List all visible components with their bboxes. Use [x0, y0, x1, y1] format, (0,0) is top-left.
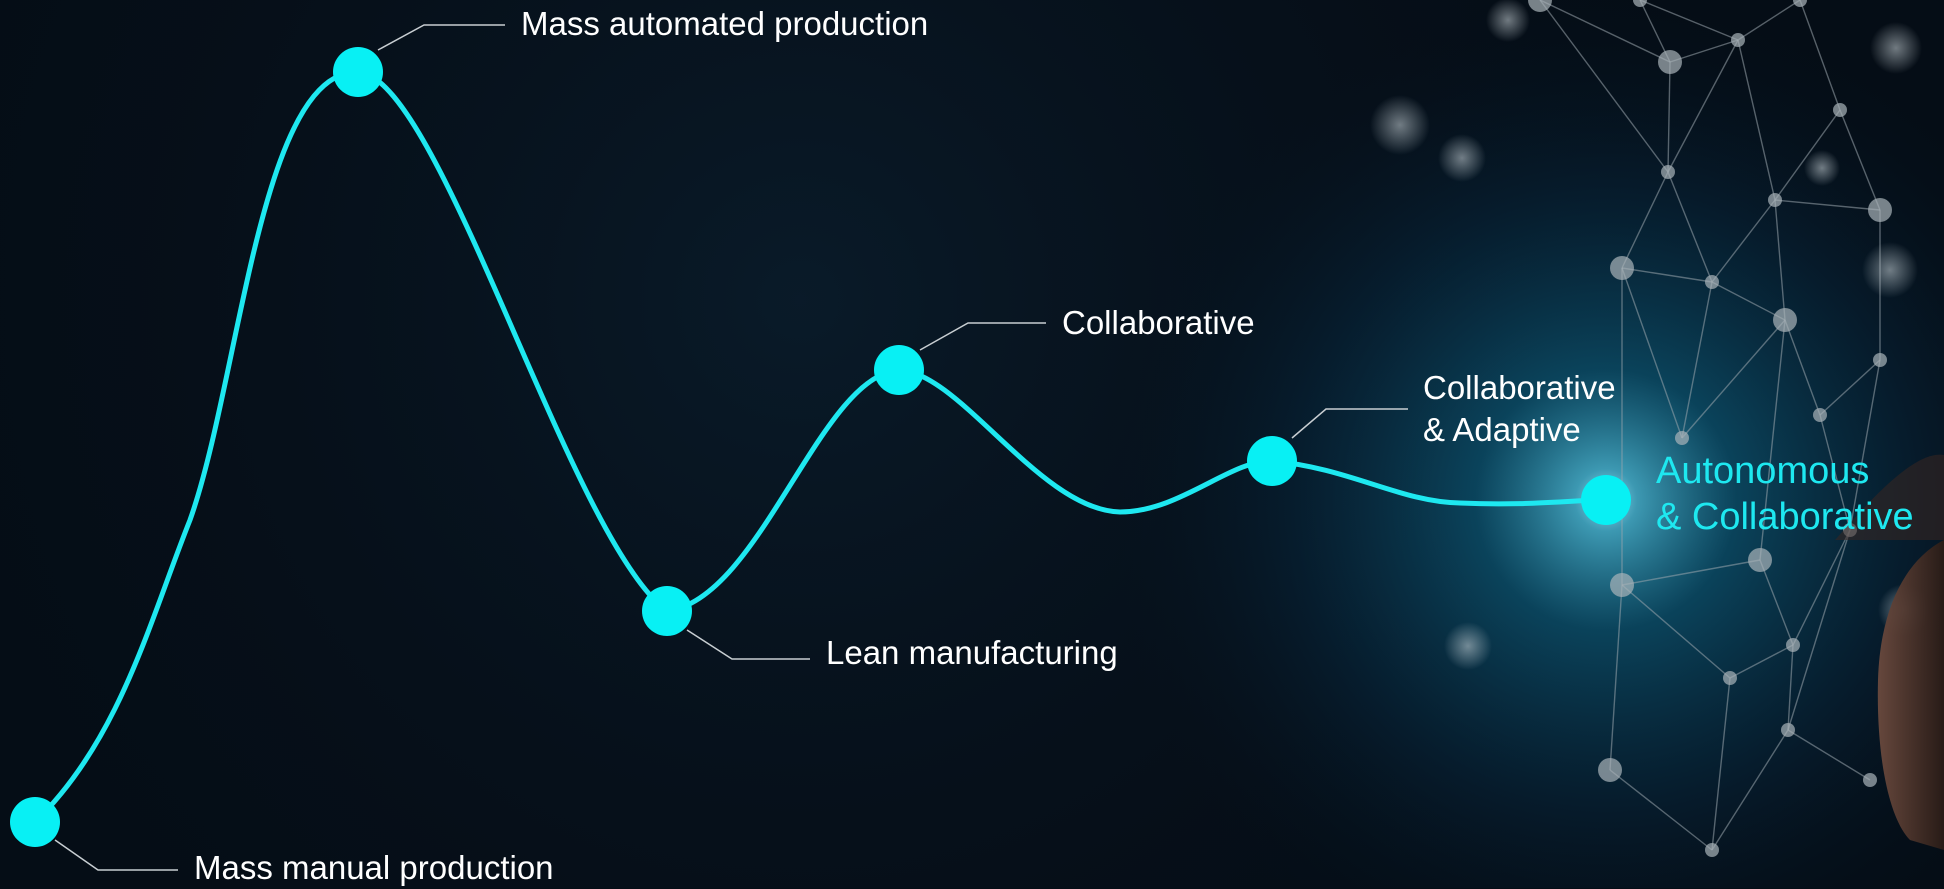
network-edge	[1667, 61, 1671, 173]
network-node	[1661, 165, 1675, 179]
label-collaborative: Collaborative	[1062, 302, 1255, 344]
network-edge	[1639, 0, 1739, 41]
bokeh-light	[1438, 134, 1486, 182]
network-edge	[1787, 529, 1851, 731]
network-node	[1863, 773, 1877, 787]
network-edge	[1787, 729, 1871, 781]
network-edge	[1681, 319, 1786, 439]
label-line: Autonomous	[1656, 450, 1870, 492]
network-edge	[1621, 267, 1683, 439]
bokeh-light	[1862, 242, 1918, 298]
label-connectors	[54, 24, 1408, 871]
network-edge	[1621, 267, 1713, 283]
network-edge	[1711, 199, 1776, 283]
network-node	[1675, 431, 1689, 445]
label-autonomous-collaborative: Autonomous& Collaborative	[1656, 448, 1914, 540]
connector-collaborative	[919, 322, 1046, 351]
network-edge	[1819, 414, 1851, 531]
node-mass-automated-production	[333, 47, 383, 97]
network-node	[1833, 103, 1847, 117]
network-edge	[1799, 0, 1841, 111]
network-edge	[1539, 0, 1669, 173]
network-edge	[1737, 0, 1801, 41]
network-edge	[1819, 359, 1881, 416]
network-edge	[1609, 584, 1623, 771]
network-node	[1633, 0, 1647, 7]
network-node	[1528, 0, 1552, 12]
network-edge	[1774, 109, 1841, 201]
network-node	[1731, 33, 1745, 47]
network-edge	[1729, 644, 1794, 679]
connector-mass-manual-production	[54, 839, 178, 871]
network-node	[1868, 198, 1892, 222]
network-edge	[1711, 729, 1789, 851]
network-node	[1705, 843, 1719, 857]
stage-nodes	[10, 47, 1631, 847]
label-line: Collaborative	[1062, 304, 1255, 341]
network-edge	[1787, 644, 1794, 731]
network-edge	[1667, 39, 1739, 173]
network-edge	[1621, 171, 1669, 269]
network-edge	[1849, 359, 1881, 531]
network-edge	[1774, 199, 1881, 211]
label-line: Lean manufacturing	[826, 634, 1118, 671]
network-node	[1873, 353, 1887, 367]
network-edge	[1759, 559, 1794, 646]
node-collaborative-adaptive	[1247, 436, 1297, 486]
label-lean-manufacturing: Lean manufacturing	[826, 632, 1118, 674]
network-edge	[1774, 199, 1786, 321]
network-node	[1768, 193, 1782, 207]
label-mass-automated-production: Mass automated production	[521, 3, 928, 45]
fingertip-image	[1835, 454, 1944, 850]
bokeh-light	[1444, 622, 1492, 670]
network-node	[1813, 408, 1827, 422]
network-node	[1598, 758, 1622, 782]
network-node	[1786, 638, 1800, 652]
network-node	[1773, 308, 1797, 332]
network-node	[1610, 256, 1634, 280]
network-illustration	[1370, 0, 1930, 857]
network-node	[1658, 50, 1682, 74]
network-edge	[1539, 0, 1671, 63]
network-edge	[1609, 769, 1713, 851]
connector-lean-manufacturing	[686, 629, 810, 660]
network-edge	[1839, 109, 1881, 211]
label-line: Mass automated production	[521, 5, 929, 42]
bokeh-light	[1870, 22, 1922, 74]
network-edge	[1711, 677, 1731, 851]
node-lean-manufacturing	[642, 586, 692, 636]
network-node	[1793, 0, 1807, 7]
network-node	[1610, 573, 1634, 597]
network-edge	[1759, 319, 1786, 561]
label-collaborative-adaptive: Collaborative & Adaptive	[1423, 367, 1616, 451]
label-line: & Adaptive	[1423, 411, 1581, 448]
node-autonomous-collaborative	[1581, 475, 1631, 525]
network-edge	[1621, 559, 1761, 586]
network-node	[1705, 275, 1719, 289]
network-node	[1748, 548, 1772, 572]
network-edge	[1784, 319, 1821, 416]
connector-collaborative-adaptive	[1291, 408, 1408, 439]
network-edge	[1711, 281, 1786, 321]
label-line: Collaborative	[1423, 369, 1616, 406]
label-line: & Collaborative	[1656, 496, 1914, 538]
network-node	[1781, 723, 1795, 737]
bokeh-light	[1486, 0, 1530, 42]
label-line: Mass manual production	[194, 849, 554, 886]
network-edge	[1737, 39, 1776, 201]
network-edge	[1681, 281, 1713, 439]
node-mass-manual-production	[10, 797, 60, 847]
network-edge	[1792, 529, 1851, 646]
network-edge	[1621, 584, 1731, 679]
connector-mass-automated-production	[377, 24, 505, 51]
label-mass-manual-production: Mass manual production	[194, 847, 554, 889]
bokeh-light	[1370, 95, 1430, 155]
network-edge	[1667, 171, 1713, 283]
evolution-curve	[32, 69, 1609, 825]
bokeh-light	[1804, 150, 1840, 186]
network-node	[1723, 671, 1737, 685]
node-collaborative	[874, 345, 924, 395]
